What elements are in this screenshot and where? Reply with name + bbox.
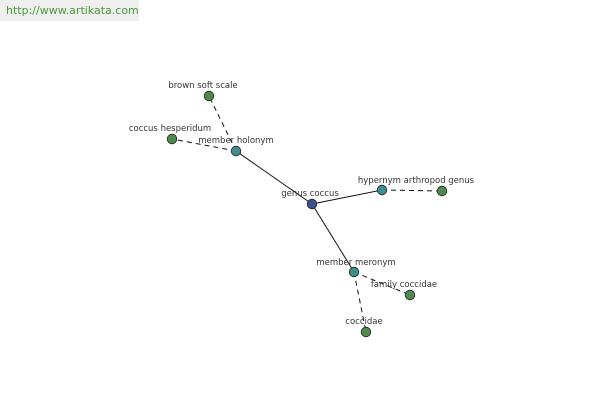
node-label-holonym: member holonym — [198, 136, 273, 146]
edge-holonym-brown — [208, 95, 237, 152]
node-label-hypernym: hypernym arthropod genus — [358, 176, 475, 186]
edge-meronym-family — [353, 271, 411, 296]
nodes-layer — [166, 90, 448, 338]
edge-genus-holonym — [235, 150, 313, 205]
node-hypernym[interactable] — [376, 184, 388, 196]
node-coccidae[interactable] — [360, 326, 372, 338]
edge-genus-hypernym — [311, 189, 383, 205]
edge-holonym-hesperidum — [171, 138, 237, 152]
node-label-family: family coccidae — [371, 280, 437, 290]
labels-layer: genus coccus member holonym hypernym arthr… — [129, 81, 475, 327]
node-genus[interactable] — [306, 198, 318, 210]
edge-genus-meronym — [311, 203, 355, 273]
node-label-meronym: member meronym — [316, 258, 395, 268]
node-family[interactable] — [404, 289, 416, 301]
watermark-text[interactable]: http://www.artikata.com — [6, 4, 139, 17]
edge-meronym-coccidae — [353, 271, 367, 333]
node-label-coccidae: coccidae — [345, 317, 382, 327]
node-brown[interactable] — [203, 90, 215, 102]
node-meronym[interactable] — [348, 266, 360, 278]
node-label-brown: brown soft scale — [168, 81, 237, 91]
node-label-genus: genus coccus — [281, 189, 339, 199]
node-holonym[interactable] — [230, 145, 242, 157]
node-label-hesperidum: coccus hesperidum — [129, 124, 211, 134]
node-arthropod[interactable] — [436, 185, 448, 197]
edges-layer — [171, 95, 443, 333]
node-hesperidum[interactable] — [166, 133, 178, 145]
edge-hypernym-arthropod — [381, 189, 443, 192]
watermark: http://www.artikata.com — [0, 0, 139, 21]
